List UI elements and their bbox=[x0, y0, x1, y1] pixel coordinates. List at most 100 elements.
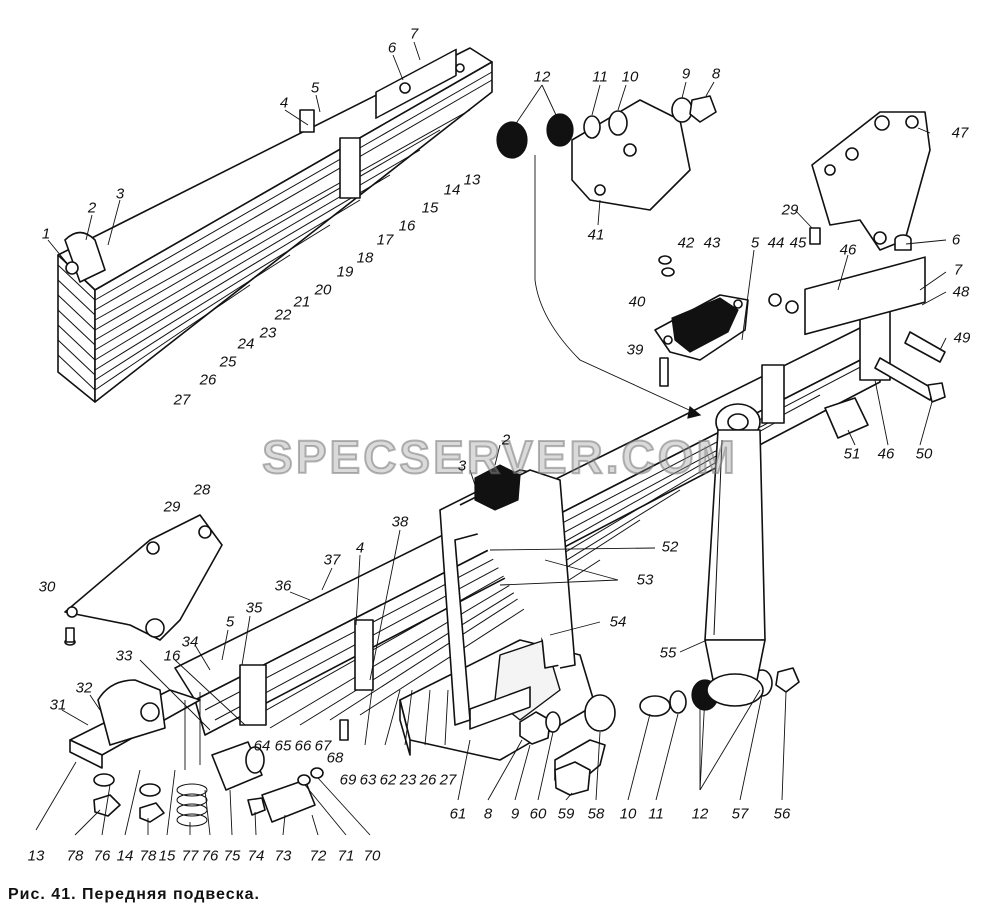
assembly-arrow bbox=[534, 155, 701, 416]
rubber-buffer-40 bbox=[654, 294, 749, 387]
callout-26: 26 bbox=[199, 371, 217, 389]
callout-14: 14 bbox=[116, 847, 134, 865]
callout-55: 55 bbox=[659, 644, 677, 662]
callout-65: 65 bbox=[274, 737, 292, 755]
callout-4: 4 bbox=[355, 539, 365, 557]
callout-12: 12 bbox=[691, 805, 709, 823]
callout-18: 18 bbox=[356, 249, 374, 267]
callout-3: 3 bbox=[115, 185, 125, 203]
callout-7: 7 bbox=[409, 25, 419, 43]
front-bracket-28 bbox=[64, 514, 223, 646]
callout-61: 61 bbox=[449, 805, 467, 823]
callout-54: 54 bbox=[609, 613, 627, 631]
callout-15: 15 bbox=[421, 199, 439, 217]
callout-7: 7 bbox=[953, 261, 963, 279]
callout-71: 71 bbox=[337, 847, 355, 865]
callout-25: 25 bbox=[219, 353, 237, 371]
callout-43: 43 bbox=[703, 234, 721, 252]
callout-33: 33 bbox=[115, 647, 133, 665]
callout-76: 76 bbox=[201, 847, 219, 865]
callout-6: 6 bbox=[387, 39, 397, 57]
callout-64: 64 bbox=[253, 737, 271, 755]
callout-31: 31 bbox=[49, 696, 67, 714]
callout-67: 67 bbox=[314, 737, 332, 755]
callout-56: 56 bbox=[773, 805, 791, 823]
callout-10: 10 bbox=[619, 805, 637, 823]
upper-leaf-spring bbox=[57, 47, 493, 403]
callout-66: 66 bbox=[294, 737, 312, 755]
callout-36: 36 bbox=[274, 577, 292, 595]
callout-73: 73 bbox=[274, 847, 292, 865]
callout-13: 13 bbox=[27, 847, 45, 865]
callout-3: 3 bbox=[457, 457, 467, 475]
callout-44: 44 bbox=[767, 234, 785, 252]
callout-72: 72 bbox=[309, 847, 327, 865]
callout-20: 20 bbox=[314, 281, 332, 299]
callout-13: 13 bbox=[463, 171, 481, 189]
callout-41: 41 bbox=[587, 226, 605, 244]
callout-8: 8 bbox=[483, 805, 493, 823]
callout-42: 42 bbox=[677, 234, 695, 252]
callout-11: 11 bbox=[648, 805, 664, 823]
callout-2: 2 bbox=[501, 431, 511, 449]
callout-15: 15 bbox=[158, 847, 176, 865]
callout-39: 39 bbox=[626, 341, 644, 359]
callout-50: 50 bbox=[915, 445, 933, 463]
callout-62: 62 bbox=[379, 771, 397, 789]
right-fasteners bbox=[339, 227, 946, 741]
callout-51: 51 bbox=[843, 445, 861, 463]
callout-46: 46 bbox=[877, 445, 895, 463]
callout-23: 23 bbox=[399, 771, 417, 789]
callout-11: 11 bbox=[592, 68, 608, 86]
callout-16: 16 bbox=[163, 647, 181, 665]
callout-47: 47 bbox=[951, 124, 969, 142]
callout-26: 26 bbox=[419, 771, 437, 789]
shock-absorber-55 bbox=[704, 403, 766, 707]
callout-29: 29 bbox=[781, 201, 799, 219]
callout-34: 34 bbox=[181, 633, 199, 651]
callout-10: 10 bbox=[621, 68, 639, 86]
callout-32: 32 bbox=[75, 679, 93, 697]
lower-shock-fasteners bbox=[519, 667, 800, 796]
frame-bracket-47 bbox=[811, 111, 931, 251]
callout-76: 76 bbox=[93, 847, 111, 865]
figure-caption: Рис. 41. Передняя подвеска. bbox=[8, 886, 260, 903]
callout-16: 16 bbox=[398, 217, 416, 235]
callout-35: 35 bbox=[245, 599, 263, 617]
callout-27: 27 bbox=[439, 771, 457, 789]
callout-27: 27 bbox=[173, 391, 191, 409]
front-eye-assembly bbox=[69, 679, 208, 827]
callout-1: 1 bbox=[41, 225, 51, 243]
callout-45: 45 bbox=[789, 234, 807, 252]
callout-49: 49 bbox=[953, 329, 971, 347]
callout-78: 78 bbox=[139, 847, 157, 865]
callout-74: 74 bbox=[247, 847, 265, 865]
callout-6: 6 bbox=[951, 231, 961, 249]
callout-21: 21 bbox=[293, 293, 311, 311]
callout-29: 29 bbox=[163, 498, 181, 516]
callout-78: 78 bbox=[66, 847, 84, 865]
callout-38: 38 bbox=[391, 513, 409, 531]
callout-40: 40 bbox=[628, 293, 646, 311]
callout-58: 58 bbox=[587, 805, 605, 823]
shackle-bracket-41 bbox=[496, 95, 717, 211]
callout-68: 68 bbox=[326, 749, 344, 767]
arrow-head bbox=[687, 405, 702, 419]
watermark-text: SPECSERVER.COM bbox=[261, 430, 738, 484]
callout-9: 9 bbox=[681, 65, 691, 83]
callout-5: 5 bbox=[225, 613, 235, 631]
callout-24: 24 bbox=[237, 335, 255, 353]
callout-8: 8 bbox=[711, 65, 721, 83]
callout-77: 77 bbox=[181, 847, 199, 865]
callout-17: 17 bbox=[376, 231, 394, 249]
callout-5: 5 bbox=[310, 79, 320, 97]
callout-37: 37 bbox=[323, 551, 341, 569]
callout-5: 5 bbox=[750, 234, 760, 252]
callout-52: 52 bbox=[661, 538, 679, 556]
callout-57: 57 bbox=[731, 805, 749, 823]
callout-12: 12 bbox=[533, 68, 551, 86]
leader-lines bbox=[35, 41, 947, 836]
pin-bushing-parts bbox=[211, 741, 324, 823]
